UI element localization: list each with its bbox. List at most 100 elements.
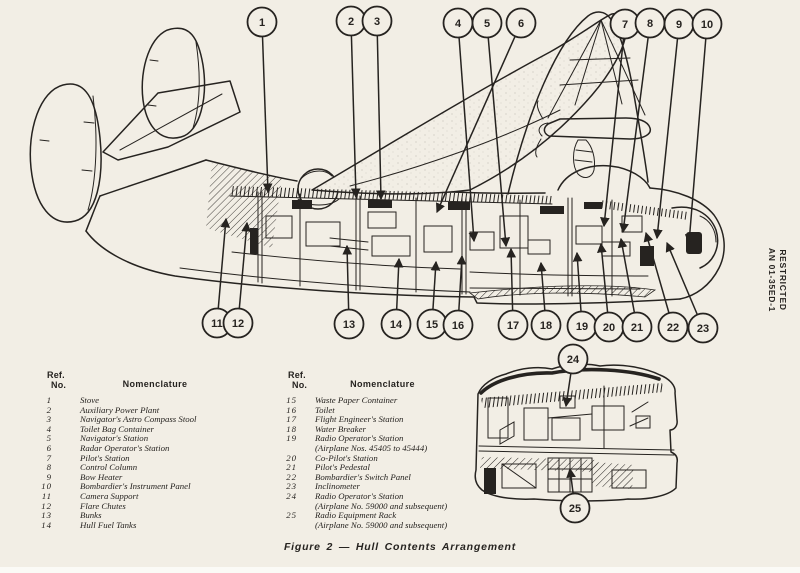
table-row-note: (Airplane No. 59000 and subsequent) <box>281 500 481 512</box>
propeller-blades <box>535 100 544 158</box>
callout-number: 7 <box>622 19 628 31</box>
callout-14: 14 <box>380 308 412 340</box>
ref-number: 2 <box>46 404 52 415</box>
callout-circle <box>505 7 537 39</box>
callout-leader-line <box>600 23 626 228</box>
callout-20: 20 <box>593 311 625 343</box>
callout-number: 21 <box>631 322 643 334</box>
callout-23: 23 <box>687 312 719 344</box>
callout-16: 16 <box>442 309 474 341</box>
callout-leader-line <box>261 21 273 194</box>
nomenclature-name: Radar Operator's Station <box>80 442 170 453</box>
callout-circle <box>657 311 689 343</box>
far-wing-arch <box>507 11 649 195</box>
callout-leader-line <box>375 20 386 201</box>
callout-15: 15 <box>416 308 448 340</box>
restricted-sidebar-label: RESTRICTED AN 01-35ED-1 <box>766 238 788 322</box>
callout-circle <box>621 311 653 343</box>
nomenclature-note: (Airplane No. 59000 and subsequent) <box>315 500 448 511</box>
ref-no-header: Ref.No. <box>288 370 308 390</box>
inset-upper-equipment <box>487 385 651 449</box>
nomenclature-name: Toilet Bag Container <box>80 423 154 434</box>
figure-caption: Figure 2 — Hull Contents Arrangement <box>283 541 517 553</box>
nomenclature-name: Co-Pilot's Station <box>315 452 378 463</box>
callout-circle <box>380 308 412 340</box>
ref-number: 13 <box>41 510 52 521</box>
ref-number: 21 <box>286 462 297 473</box>
callout-number: 8 <box>647 18 653 30</box>
callout-8: 8 <box>634 7 666 39</box>
callout-leader-line <box>684 23 708 245</box>
engine-nacelle <box>535 100 652 178</box>
table-1-header: Ref.No. Nomenclature <box>40 370 260 392</box>
callout-number: 25 <box>569 503 581 515</box>
ref-no-header: Ref.No. <box>47 370 67 390</box>
ref-number: 7 <box>46 452 52 463</box>
ref-number: 19 <box>286 433 297 444</box>
ref-number: 1 <box>46 395 52 405</box>
nomenclature-name: Inclinometer <box>315 481 360 492</box>
callout-25: 25 <box>559 492 591 524</box>
callout-number: 24 <box>567 354 580 366</box>
callout-10: 10 <box>691 8 723 40</box>
callout-number: 3 <box>374 16 380 28</box>
table-row: 8 Control Column <box>40 463 260 473</box>
ref-number: 18 <box>286 423 297 434</box>
table-row: 3 Navigator's Astro Compass Stool <box>40 415 260 425</box>
ref-number: 24 <box>286 490 297 501</box>
callout-circle <box>557 343 589 375</box>
callout-7: 7 <box>609 8 641 40</box>
nomenclature-name: Flare Chutes <box>80 500 126 511</box>
restricted-text: RESTRICTED <box>778 249 788 311</box>
nomenclature-name: Stove <box>80 395 100 405</box>
nomenclature-name: Bunks <box>80 510 102 521</box>
nacelle-pod <box>573 139 595 178</box>
callout-number: 13 <box>343 319 355 331</box>
callout-number: 18 <box>540 320 552 332</box>
ref-number: 9 <box>46 471 52 482</box>
doc-number-text: AN 01-35ED-1 <box>767 247 777 313</box>
callout-leader-line <box>643 231 674 328</box>
nomenclature-name: Bombardier's Instrument Panel <box>80 481 191 492</box>
callout-number: 9 <box>676 19 682 31</box>
interior-equipment <box>265 211 643 257</box>
nomenclature-name: Navigator's Astro Compass Stool <box>80 414 197 425</box>
tail-fin-right <box>141 27 206 139</box>
callout-6: 6 <box>505 7 537 39</box>
nomenclature-name: Auxiliary Power Plant <box>80 404 160 415</box>
table-row: 19 Radio Operator's Station <box>281 434 481 444</box>
callout-leader-line <box>486 22 511 248</box>
ref-number: 20 <box>286 452 297 463</box>
nomenclature-name: Radio Operator's Station <box>315 433 404 444</box>
nomenclature-note: (Airplane No. 59000 and subsequent) <box>315 519 448 530</box>
nomenclature-name: Control Column <box>80 462 138 473</box>
ref-number: 8 <box>46 462 52 473</box>
callout-2: 2 <box>335 5 367 37</box>
callout-3: 3 <box>361 5 393 37</box>
ref-number <box>281 521 297 531</box>
nomenclature-name: Bombardier's Switch Panel <box>315 471 411 482</box>
table-row: 13 Bunks <box>40 511 260 521</box>
callout-circle <box>530 309 562 341</box>
inset-compartment-drawing <box>474 363 678 502</box>
nomenclature-note: (Airplane Nos. 45405 to 45444) <box>315 442 428 453</box>
callout-circle <box>559 492 591 524</box>
nomenclature-name: Camera Support <box>80 490 139 501</box>
table-row: 2 Auxiliary Power Plant <box>40 404 260 416</box>
ref-number: 3 <box>46 414 52 425</box>
callout-number: 22 <box>667 322 679 334</box>
table-row: 1 Stove <box>40 395 260 406</box>
